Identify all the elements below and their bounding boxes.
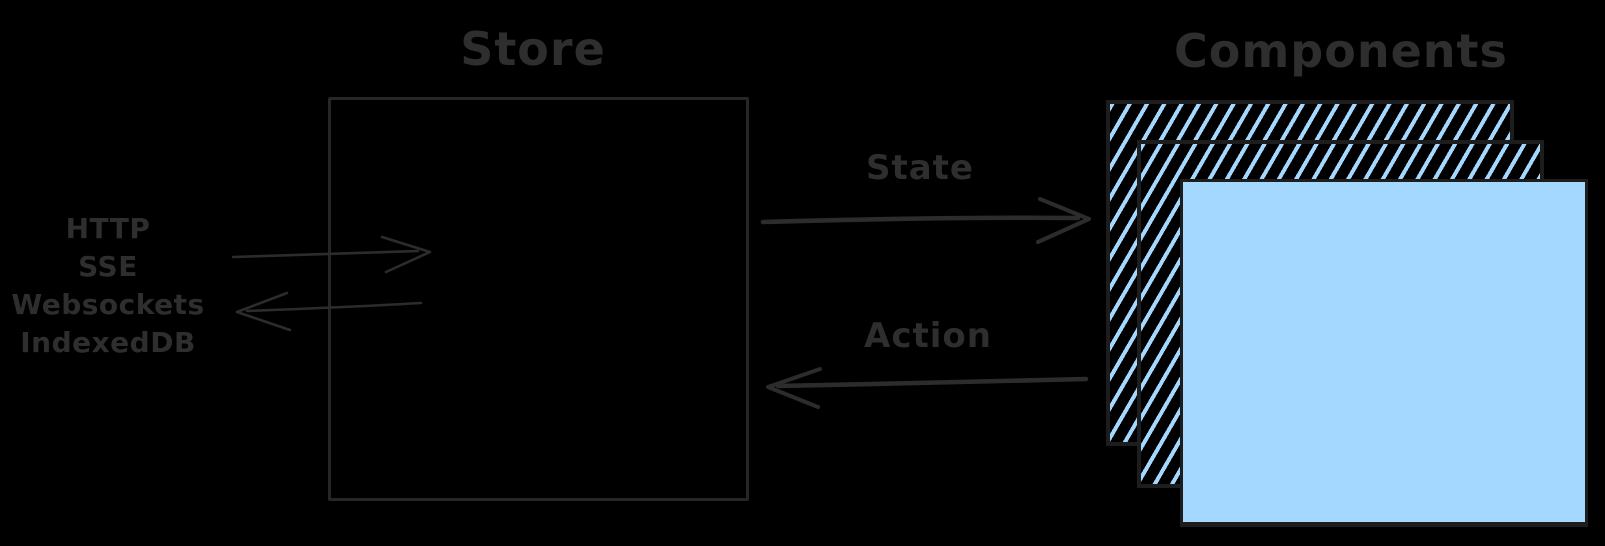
transport-websockets: Websockets bbox=[11, 288, 205, 321]
store-box bbox=[328, 97, 749, 501]
transport-list: HTTP SSE Websockets IndexedDB bbox=[8, 210, 208, 362]
transport-sse: SSE bbox=[78, 250, 138, 283]
state-label: State bbox=[866, 148, 974, 188]
transport-indexeddb: IndexedDB bbox=[20, 326, 196, 359]
store-title: Store bbox=[460, 22, 606, 76]
transport-http: HTTP bbox=[65, 212, 151, 245]
state-arrow bbox=[760, 197, 1091, 244]
action-arrow bbox=[766, 367, 1089, 409]
components-title: Components bbox=[1174, 24, 1508, 78]
component-card-front bbox=[1180, 179, 1588, 527]
action-label: Action bbox=[864, 316, 992, 356]
